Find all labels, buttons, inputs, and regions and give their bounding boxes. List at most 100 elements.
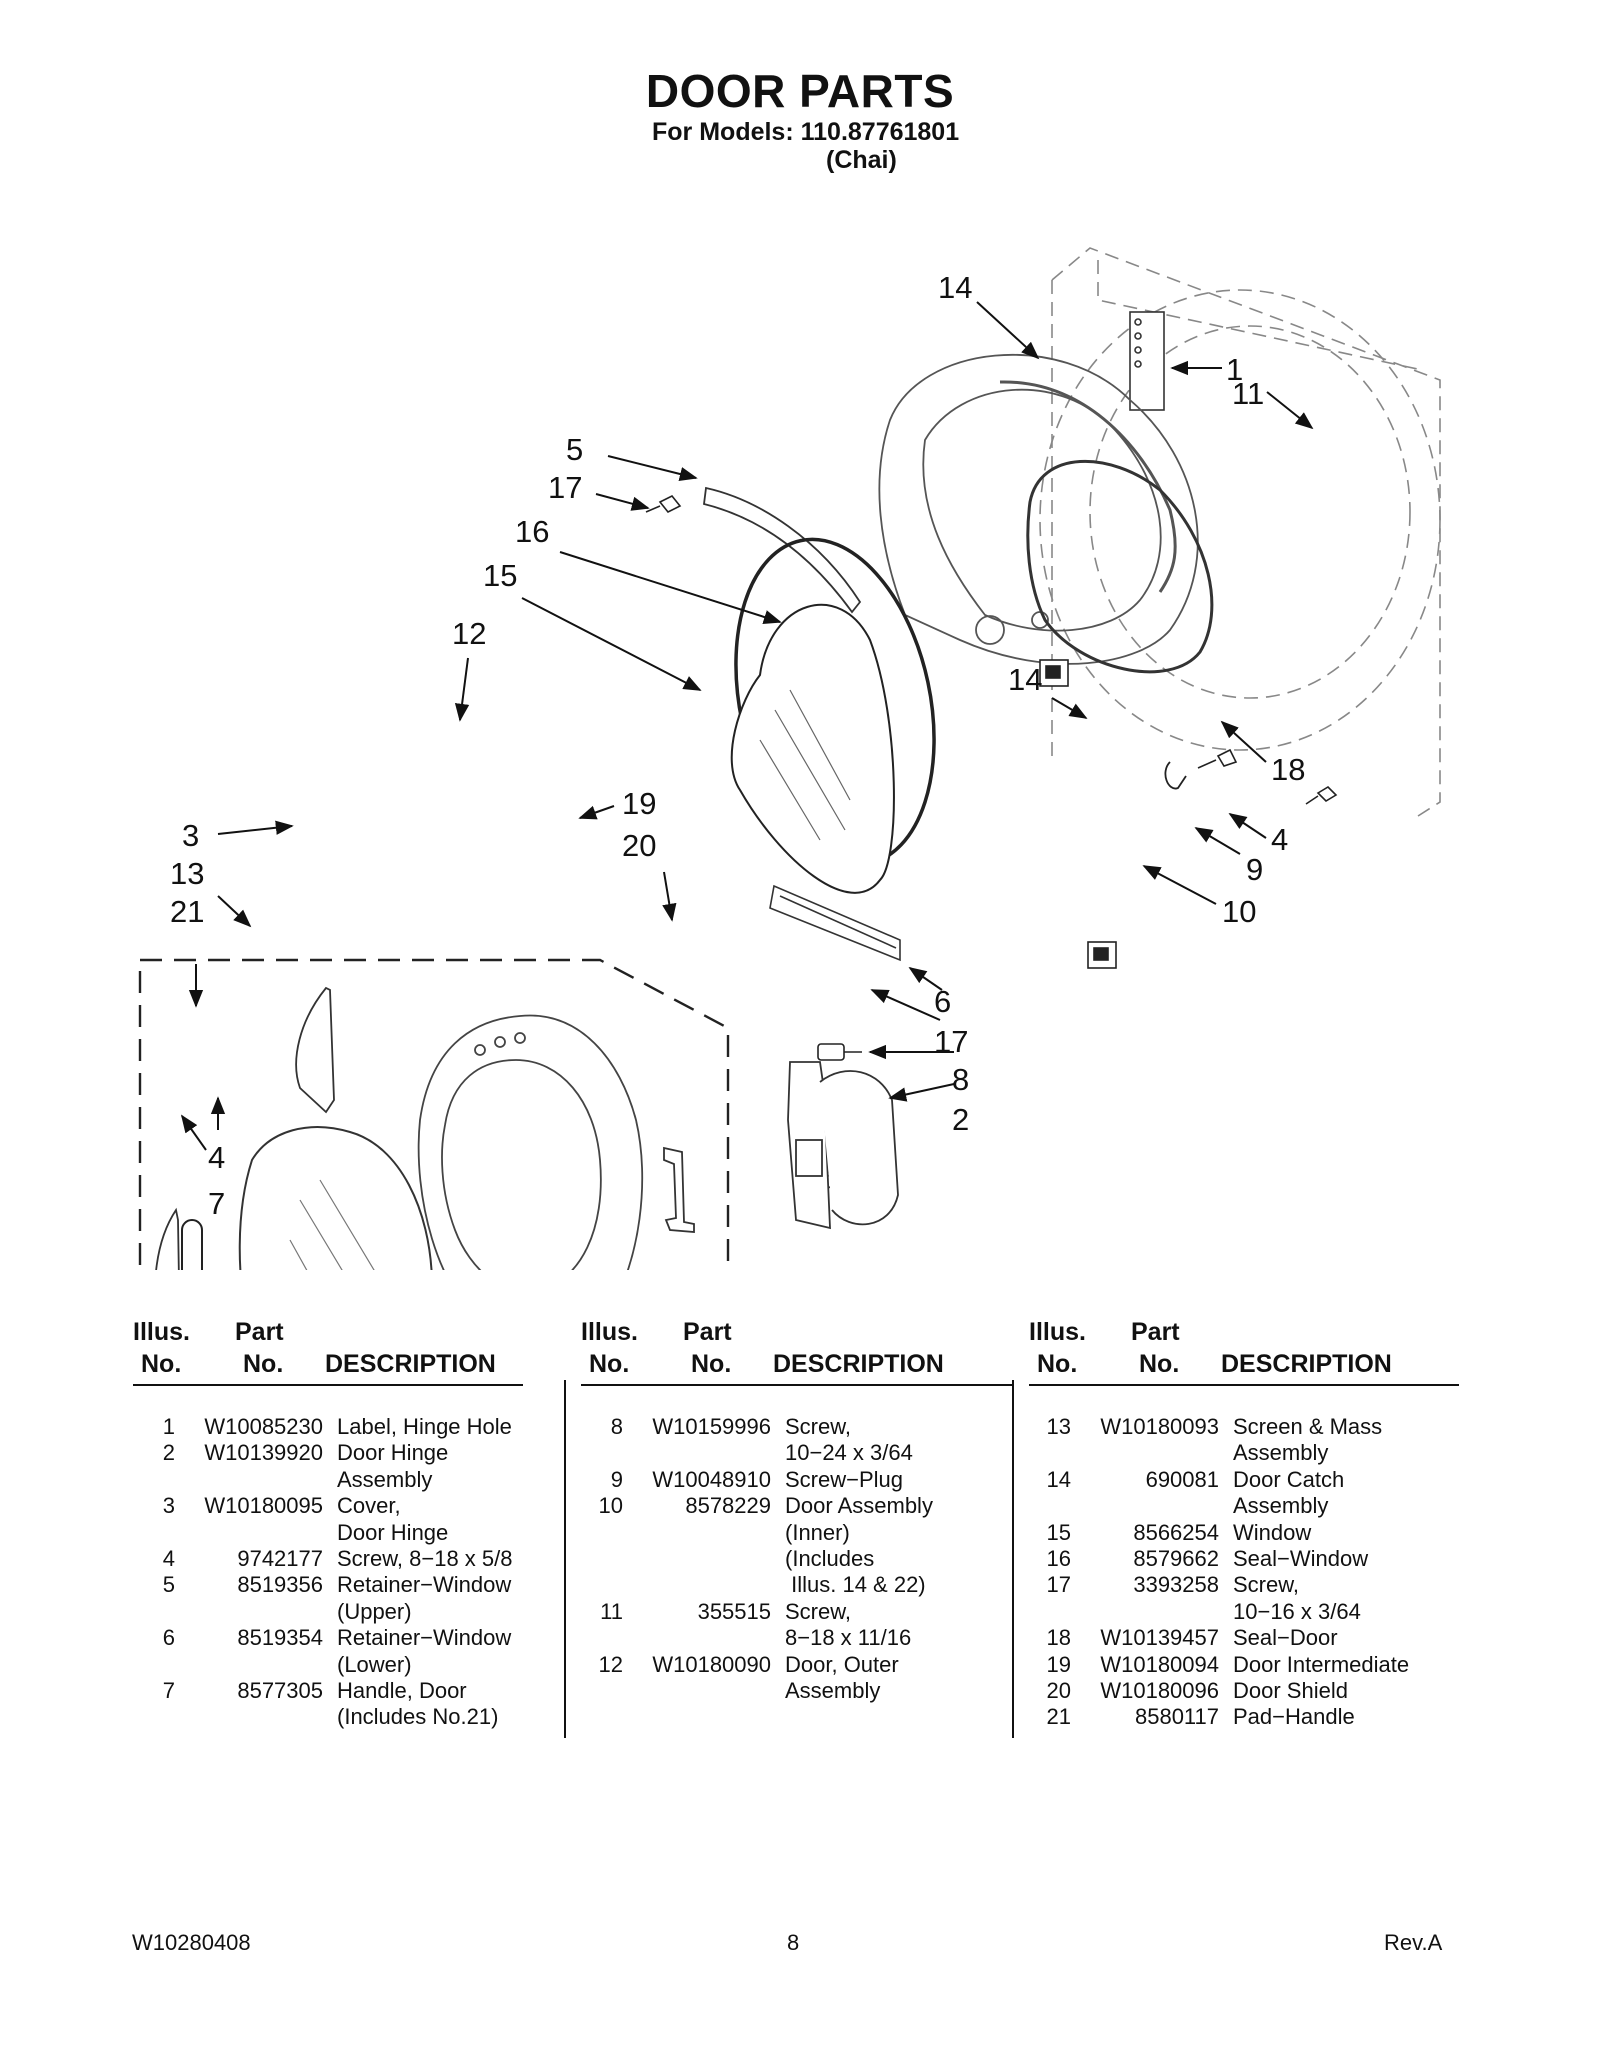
window <box>730 603 895 894</box>
callout: 10 <box>1222 894 1256 929</box>
header-illus-no: No. <box>141 1350 182 1378</box>
callout: 12 <box>452 616 486 651</box>
callout: 17 <box>934 1024 968 1059</box>
header-part: Part <box>1131 1318 1180 1346</box>
header-illus: Illus. <box>1029 1318 1086 1346</box>
part-number: W10085230 <box>204 1414 323 1439</box>
callout: 11 <box>1232 376 1264 411</box>
part-number: 3393258 <box>1133 1572 1219 1598</box>
callout: 21 <box>170 894 204 929</box>
description-line: Door Catch <box>1233 1466 1345 1492</box>
illus-number: 21 <box>1046 1704 1071 1730</box>
description-line: Illus. 14 & 22) <box>785 1572 926 1598</box>
hinge-cover <box>295 986 335 1114</box>
header-rule <box>1029 1384 1459 1386</box>
part-description: Retainer−Window(Upper) <box>323 1572 578 1625</box>
part-description: Seal−Door <box>1219 1625 1474 1651</box>
header-illus-no: No. <box>589 1350 630 1378</box>
header-part-no: No. <box>691 1350 732 1378</box>
description-line: Door Shield <box>1233 1678 1348 1704</box>
part-description: Screw−Plug <box>771 1467 1026 1493</box>
description-line: Screw, 8−18 x 5/8 <box>337 1546 513 1572</box>
part-number: W10048910 <box>652 1466 771 1492</box>
description-line: Window <box>1233 1519 1312 1545</box>
part-description: Cover,Door Hinge <box>323 1493 578 1546</box>
part-number: 8580117 <box>1134 1704 1219 1730</box>
pad-handle <box>181 1219 203 1270</box>
page-title: DOOR PARTS <box>645 65 955 117</box>
description-line: (Includes No.21) <box>337 1704 499 1730</box>
part-number: W10159996 <box>652 1414 771 1439</box>
callout: 6 <box>934 984 951 1019</box>
description-line: Pad−Handle <box>1233 1704 1355 1730</box>
column-separator <box>1012 1380 1014 1738</box>
description-line: 10−24 x 3/64 <box>785 1440 913 1466</box>
description-line: Seal−Window <box>1233 1546 1369 1572</box>
illus-number: 2 <box>162 1440 175 1466</box>
screw-plug <box>1164 761 1187 790</box>
part-number: W10180096 <box>1100 1678 1219 1704</box>
callout: 5 <box>566 432 583 467</box>
illus-number: 13 <box>1046 1414 1071 1439</box>
table-row: 21 8580117 Pad−Handle <box>1029 1704 1474 1730</box>
callout: 9 <box>1246 852 1263 887</box>
page-number: 8 <box>787 1930 800 1955</box>
callout: 14 <box>938 270 972 305</box>
callout: 1 <box>1226 352 1243 387</box>
description-line: Cover, <box>337 1493 401 1519</box>
callout: 4 <box>208 1140 225 1175</box>
description-line: Screw, <box>785 1414 852 1439</box>
part-description: Screw,10−16 x 3/64 <box>1219 1572 1474 1625</box>
part-number: W10180094 <box>1100 1651 1219 1677</box>
part-number: 8566254 <box>1133 1519 1219 1545</box>
description-line: 8−18 x 11/16 <box>785 1625 912 1651</box>
header-description: DESCRIPTION <box>773 1350 944 1378</box>
description-line: Door Intermediate <box>1233 1651 1410 1677</box>
illus-number: 6 <box>162 1625 175 1651</box>
part-number: 8578229 <box>685 1493 771 1519</box>
illus-number: 9 <box>610 1466 623 1492</box>
header-part-no: No. <box>1139 1350 1180 1378</box>
screw-8 <box>817 1043 862 1061</box>
callout: 13 <box>170 856 204 891</box>
illus-number: 16 <box>1046 1546 1071 1572</box>
revision: Rev.A <box>1384 1930 1443 1955</box>
description-line: (Upper) <box>337 1598 412 1624</box>
description-line: Door Hinge <box>337 1519 449 1545</box>
part-number: 8577305 <box>237 1678 323 1704</box>
part-description: Door Shield <box>1219 1678 1474 1704</box>
description-line: Screen & Mass <box>1233 1414 1383 1439</box>
illus-number: 3 <box>162 1493 175 1519</box>
callout: 20 <box>622 828 656 863</box>
models-line: For Models: 110.87761801 <box>652 118 960 146</box>
description-line: Retainer−Window <box>337 1572 512 1598</box>
door-outer-group-box <box>138 958 730 1270</box>
door-catch-upper <box>1039 659 1069 687</box>
part-description: Seal−Window <box>1219 1546 1474 1572</box>
door-outer <box>238 1126 433 1270</box>
part-number: W10180093 <box>1100 1414 1219 1439</box>
illus-number: 5 <box>162 1572 175 1598</box>
header-part: Part <box>683 1318 732 1346</box>
part-number: 9742177 <box>237 1546 323 1572</box>
illus-number: 15 <box>1046 1519 1071 1545</box>
description-line: Label, Hinge Hole <box>337 1414 512 1439</box>
illus-number: 10 <box>598 1493 623 1519</box>
cabinet-outline <box>1039 247 1441 817</box>
header-illus-no: No. <box>1037 1350 1078 1378</box>
door-shield <box>663 1146 695 1233</box>
